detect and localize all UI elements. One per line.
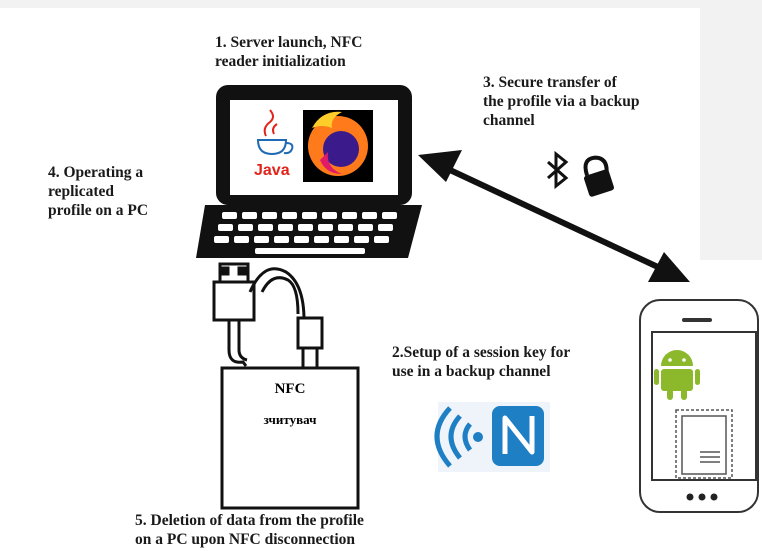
background-top-strip	[0, 0, 762, 8]
background-right-strip	[700, 0, 762, 260]
nfc-reader-icon	[220, 366, 360, 510]
step1-label: 1. Server launch, NFC reader initializat…	[215, 34, 363, 70]
step5-label: 5. Deletion of data from the profile on …	[135, 512, 364, 548]
nfc-symbol-icon	[434, 402, 550, 472]
lock-icon	[583, 155, 614, 197]
nfc-reader-subtitle: зчитувач	[263, 412, 317, 427]
firefox-icon	[303, 110, 373, 182]
step3-label: 3. Secure transfer of the profile via a …	[483, 74, 640, 129]
usb-cable-icon	[212, 262, 324, 370]
nfc-reader-title: NFC	[274, 381, 306, 397]
android-icon	[654, 350, 700, 400]
java-icon	[256, 109, 294, 156]
java-label: Java	[254, 162, 290, 179]
bluetooth-icon	[547, 150, 569, 190]
step4-label: 4. Operating a replicated profile on a P…	[48, 164, 149, 219]
secure-channel-arrow	[418, 150, 690, 282]
step2-label: 2.Setup of a session key for use in a ba…	[392, 344, 571, 380]
smartphone-icon	[639, 299, 759, 513]
